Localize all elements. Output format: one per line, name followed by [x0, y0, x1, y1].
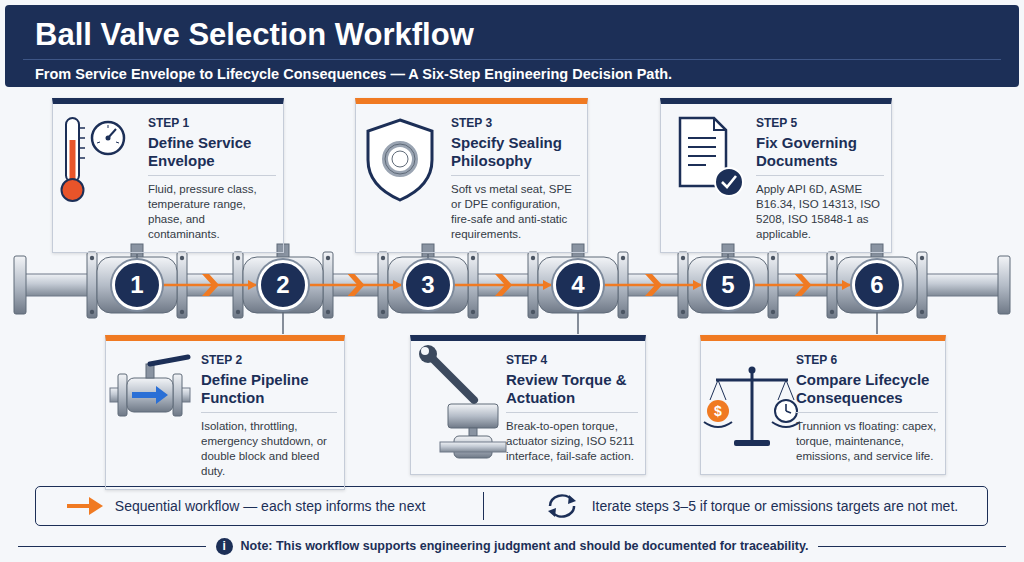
step-number-circle: 1: [112, 260, 162, 310]
note-rule: [818, 546, 1006, 547]
arrow-symbol: [65, 492, 105, 520]
step-box: STEP 2Define Pipeline FunctionIsolation,…: [105, 335, 345, 490]
note-row: i Note: This workflow supports engineerin…: [18, 536, 1006, 556]
step-label: STEP 6: [796, 353, 938, 368]
valve-body: [87, 244, 187, 318]
legend-divider: [483, 492, 484, 520]
step-number: 2: [276, 272, 289, 298]
leader-line: [282, 311, 284, 334]
step-number: 4: [571, 272, 584, 298]
header-rule: [23, 59, 1001, 60]
leader-line: [136, 254, 138, 259]
legend-text: Iterate steps 3–5 if torque or emissions…: [592, 498, 959, 514]
step-heading: Fix Governing Documents: [756, 131, 884, 176]
legend-text: Sequential workflow — each step informs …: [115, 498, 426, 514]
flow-arrow: [309, 284, 402, 287]
note-text: Note: This workflow supports engineering…: [241, 539, 809, 553]
wrench-actuator-icon: [419, 345, 506, 458]
flow-arrow: [454, 284, 552, 287]
step-label: STEP 5: [756, 116, 884, 131]
step-box: STEP 5Fix Governing DocumentsApply API 6…: [660, 98, 892, 253]
step-heading: Define Pipeline Function: [201, 368, 337, 413]
step-number-circle: 5: [703, 260, 753, 310]
flow-arrow: [754, 284, 851, 287]
step-number: 6: [870, 272, 883, 298]
header-band: Ball Valve Selection WorkflowFrom Servic…: [5, 5, 1019, 87]
valve-flow-icon: [110, 357, 190, 416]
valve-body: [378, 244, 478, 318]
leader-line: [727, 254, 729, 259]
step-label: STEP 4: [506, 353, 638, 368]
leader-line: [427, 254, 429, 259]
leader-line: [876, 311, 878, 334]
note-content: i Note: This workflow supports engineerin…: [206, 538, 819, 555]
step-label: STEP 1: [148, 116, 276, 131]
step-label: STEP 3: [451, 116, 580, 131]
step-heading: Define Service Envelope: [148, 131, 276, 176]
step-box: STEP 1Define Service EnvelopeFluid, pres…: [52, 98, 284, 253]
currency-symbol: $: [707, 400, 729, 422]
pipeline: [14, 256, 1010, 314]
thermometer-gauge-icon: [62, 118, 125, 201]
step-number: 5: [721, 272, 734, 298]
step-heading: Compare Lifecycle Consequences: [796, 368, 938, 413]
leader-line: [577, 311, 579, 334]
step-description: Soft vs metal seat, SPE or DPE configura…: [451, 182, 580, 242]
info-icon: i: [216, 538, 233, 555]
step-label: STEP 2: [201, 353, 337, 368]
legend-box: Sequential workflow — each step informs …: [35, 486, 988, 526]
valve-body: [233, 244, 333, 318]
valve-bodies: [87, 244, 927, 318]
valve-body: [678, 244, 778, 318]
step-description: Trunnion vs floating: capex, torque, mai…: [796, 419, 938, 464]
step-number-circle: 4: [553, 260, 603, 310]
step-box: STEP 4Review Torque & ActuationBreak-to-…: [410, 335, 646, 475]
document-check-icon: [680, 118, 743, 196]
flow-arrow: [163, 284, 257, 287]
step-description: Apply API 6D, ASME B16.34, ISO 14313, IS…: [756, 182, 884, 242]
note-rule: [18, 546, 206, 547]
valve-body: [827, 244, 927, 318]
legend-item: Iterate steps 3–5 if torque or emissions…: [542, 492, 959, 520]
flow-arrow: [604, 284, 702, 287]
balance-scale-icon: [704, 367, 800, 447]
step-heading: Review Torque & Actuation: [506, 368, 638, 413]
valve-body: [528, 244, 628, 318]
step-heading: Specify Sealing Philosophy: [451, 131, 580, 176]
step-number-circle: 2: [258, 260, 308, 310]
step-description: Break-to-open torque, actuator sizing, I…: [506, 419, 638, 464]
step-description: Fluid, pressure class, temperature range…: [148, 182, 276, 242]
step-box: STEP 6Compare Lifecycle ConsequencesTrun…: [700, 335, 946, 475]
subtitle: From Service Envelope to Lifecycle Conse…: [5, 53, 1019, 83]
step-number-circle: 3: [403, 260, 453, 310]
step-description: Isolation, throttling, emergency shutdow…: [201, 419, 337, 479]
shield-seal-icon: [368, 120, 432, 200]
cycle-symbol: [542, 492, 582, 520]
step-number: 1: [130, 272, 143, 298]
step-number-circle: 6: [852, 260, 902, 310]
legend-item: Sequential workflow — each step informs …: [65, 492, 426, 520]
step-number: 3: [421, 272, 434, 298]
step-box: STEP 3Specify Sealing PhilosophySoft vs …: [355, 98, 588, 253]
title: Ball Valve Selection Workflow: [5, 5, 1019, 53]
